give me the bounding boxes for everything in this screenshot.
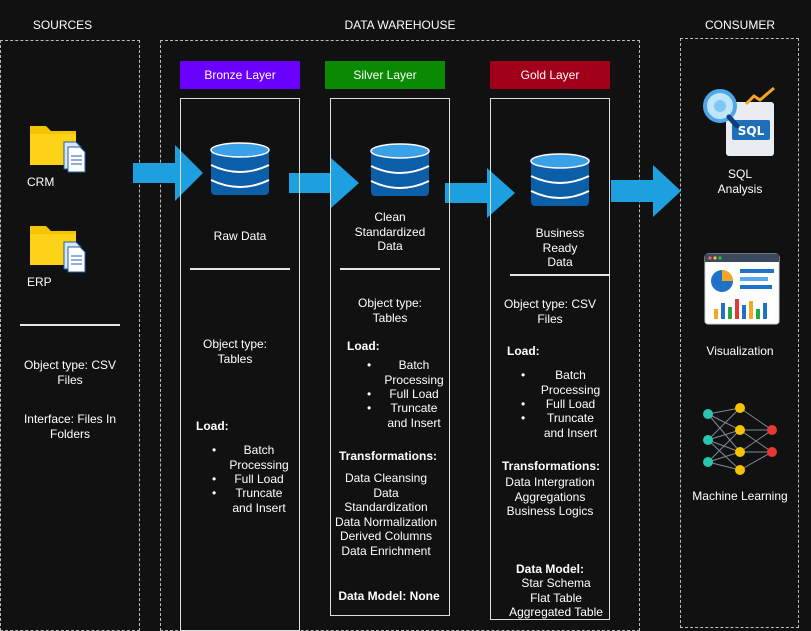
- gold-transformations-list: Data Intergration Aggregations Business …: [505, 475, 595, 518]
- erp-label: ERP: [27, 275, 52, 289]
- gold-load-title: Load:: [507, 344, 540, 358]
- silver-data-model: Data Model: None: [338, 589, 440, 603]
- silver-transformations-title: Transformations:: [339, 449, 438, 463]
- sql-badge-text: SQL: [738, 124, 765, 138]
- bronze-layer-label: Bronze Layer: [180, 61, 300, 89]
- gold-transformations-title: Transformations:: [502, 459, 601, 473]
- bronze-divider: [190, 268, 290, 270]
- right-arrow-icon: [289, 158, 359, 208]
- gold-data-model-list: Star Schema Flat Table Aggregated Table: [509, 576, 603, 619]
- database-icon: [210, 142, 270, 195]
- gold-load-item: •Full Load: [521, 397, 596, 411]
- bronze-object-type: Object type:Tables: [202, 337, 268, 366]
- gold-data-model-title: Data Model:: [515, 562, 584, 576]
- erp-folder-doc-icon: [30, 226, 86, 273]
- consumer-header: CONSUMER: [704, 18, 775, 32]
- gold-layer-box: [490, 98, 610, 620]
- silver-divider: [340, 268, 440, 270]
- gold-layer-label: Gold Layer: [490, 61, 610, 89]
- visualization-label: Visualization: [706, 344, 774, 358]
- bronze-load-item: •Full Load: [212, 472, 284, 486]
- sources-header: SOURCES: [32, 18, 93, 32]
- network-icon: [703, 403, 777, 475]
- consumer-container: [680, 38, 799, 628]
- silver-layer-box: [330, 98, 450, 616]
- warehouse-header: DATA WAREHOUSE: [344, 18, 456, 32]
- bronze-load-title: Load:: [196, 419, 229, 433]
- crm-label: CRM: [27, 175, 55, 189]
- silver-object-type: Object type:Tables: [357, 296, 423, 325]
- crm-folder-doc-icon: [30, 126, 86, 173]
- right-arrow-icon: [445, 168, 515, 218]
- sources-divider: [20, 324, 120, 326]
- sql-magnifier-icon: SQL: [703, 86, 775, 156]
- silver-load-title: Load:: [347, 339, 380, 353]
- gold-divider: [510, 274, 610, 276]
- bronze-title: Raw Data: [213, 229, 267, 243]
- right-arrow-icon: [133, 145, 203, 201]
- silver-transformations-list: Data Cleansing Data Standardization Data…: [334, 471, 438, 558]
- database-icon: [370, 143, 430, 196]
- silver-layer-label: Silver Layer: [325, 61, 445, 89]
- silver-load-item: •Full Load: [367, 387, 439, 401]
- machine-learning-label: Machine Learning: [692, 489, 788, 503]
- right-arrow-icon: [611, 165, 681, 217]
- database-icon: [530, 153, 590, 206]
- dashboard-icon: [704, 253, 780, 325]
